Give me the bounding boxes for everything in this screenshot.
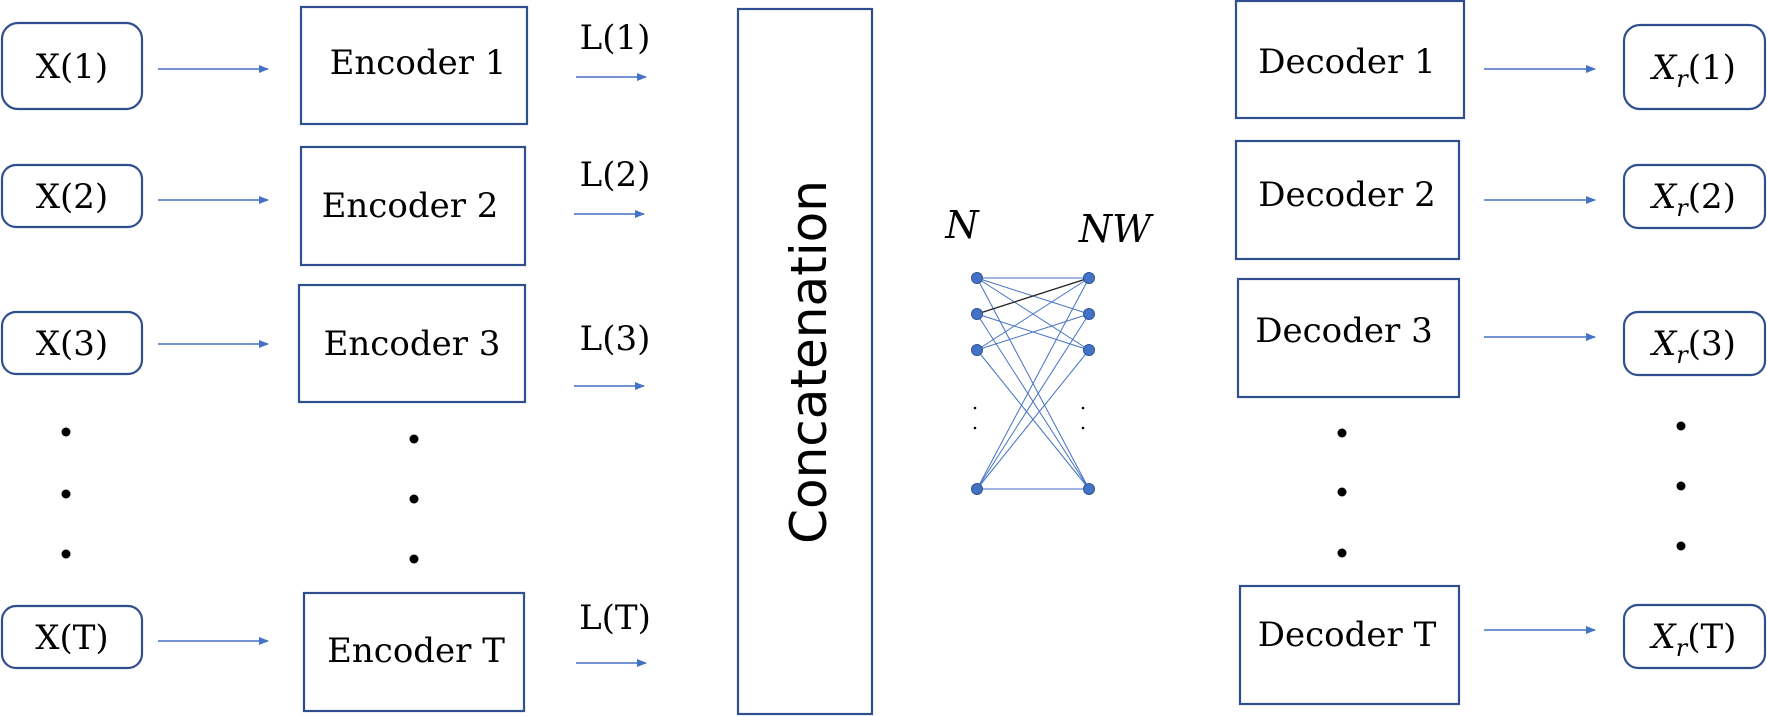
encoder-label-t: Encoder T [327, 631, 505, 671]
decoder-box-t: Decoder T [1238, 584, 1461, 706]
output-label-1: Xr(1) [1649, 48, 1736, 93]
network-connections [976, 277, 1090, 490]
output-ellipsis [1676, 421, 1686, 551]
encoder-box-1: Encoder 1 [299, 5, 529, 126]
latent-label-t: L(T) [579, 598, 651, 638]
network-input-nodes [971, 272, 983, 495]
input-box-1: X(1) [0, 21, 144, 111]
concatenation-label: Concatenation [780, 180, 838, 544]
output-box-1: Xr(1) [1622, 23, 1767, 111]
output-box-2: Xr(2) [1622, 163, 1767, 230]
input-box-2: X(2) [0, 163, 144, 229]
output-label-2: Xr(2) [1649, 177, 1736, 222]
network-left-label: N [944, 203, 980, 247]
encoder-label-3: Encoder 3 [324, 324, 501, 364]
latent-label-1: L(1) [580, 18, 651, 58]
decoder-label-2: Decoder 2 [1258, 175, 1435, 215]
input-label-t: X(T) [35, 618, 108, 658]
output-box-3: Xr(3) [1622, 310, 1767, 377]
decoder-ellipsis [1337, 428, 1347, 558]
output-label-3: Xr(3) [1649, 324, 1736, 369]
encoder-label-2: Encoder 2 [322, 186, 499, 226]
output-box-t: Xr(T) [1622, 603, 1767, 670]
network-ellipsis [973, 406, 1085, 430]
network-output-nodes [1083, 272, 1095, 495]
input-ellipsis [61, 427, 71, 559]
decoder-label-t: Decoder T [1258, 615, 1437, 655]
decoder-box-2: Decoder 2 [1234, 139, 1461, 261]
output-label-t: Xr(T) [1649, 617, 1737, 662]
encoder-box-3: Encoder 3 [297, 283, 527, 404]
network-right-label: NW [1078, 207, 1154, 251]
fully-connected-network: N NW [944, 203, 1154, 495]
decoder-box-1: Decoder 1 [1234, 0, 1466, 120]
input-label-2: X(2) [36, 177, 108, 217]
encoder-ellipsis [409, 434, 419, 564]
decoder-label-1: Decoder 1 [1258, 42, 1435, 82]
decoder-box-3: Decoder 3 [1236, 277, 1461, 399]
encoder-label-1: Encoder 1 [330, 43, 507, 83]
input-box-3: X(3) [0, 310, 144, 376]
encoder-box-t: Encoder T [302, 591, 526, 713]
encoder-box-2: Encoder 2 [299, 145, 527, 267]
latent-label-2: L(2) [580, 155, 651, 195]
input-label-3: X(3) [36, 324, 108, 364]
latent-label-3: L(3) [580, 319, 651, 359]
decoder-label-3: Decoder 3 [1255, 311, 1432, 351]
concatenation-block: Concatenation [736, 7, 874, 716]
input-label-1: X(1) [36, 47, 108, 87]
input-box-t: X(T) [0, 604, 144, 670]
